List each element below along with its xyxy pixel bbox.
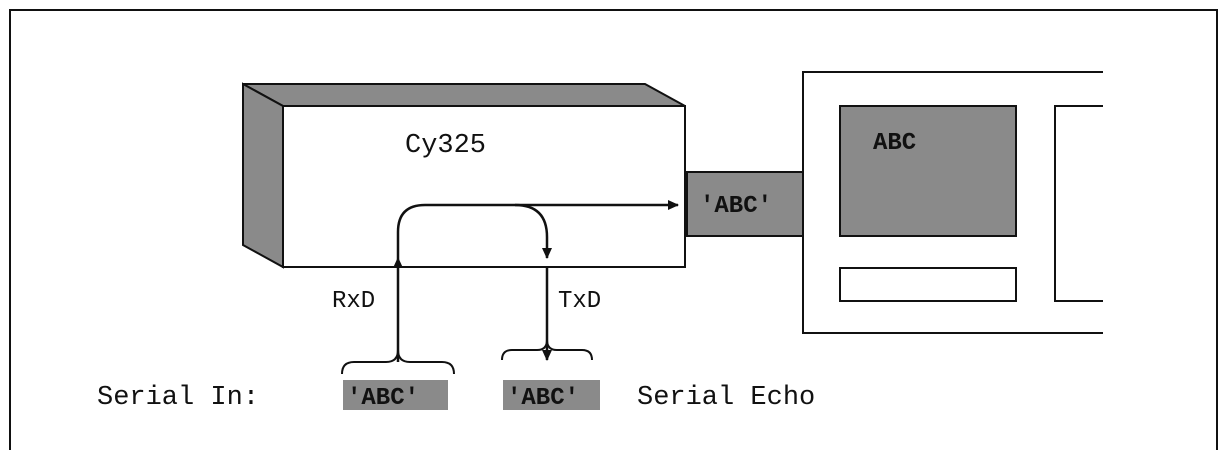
serial-in-label: Serial In: — [97, 383, 259, 413]
serial-in-data: 'ABC' — [347, 385, 419, 412]
device-label: Cy325 — [405, 131, 486, 161]
output-data-label: 'ABC' — [700, 193, 772, 220]
txd-label: TxD — [558, 288, 601, 315]
terminal-screen-text: ABC — [873, 130, 916, 157]
device-box-top-face — [243, 84, 685, 106]
terminal-slot — [840, 268, 1016, 301]
rxd-label: RxD — [332, 288, 375, 315]
device-box: Cy325 — [243, 84, 685, 267]
output-connector: 'ABC' — [687, 172, 803, 236]
device-box-side-face — [243, 84, 283, 267]
serial-echo-label: Serial Echo — [637, 383, 815, 413]
terminal-screen — [840, 106, 1016, 236]
serial-echo-data: 'ABC' — [507, 385, 579, 412]
terminal-monitor: ABC — [803, 72, 1103, 333]
